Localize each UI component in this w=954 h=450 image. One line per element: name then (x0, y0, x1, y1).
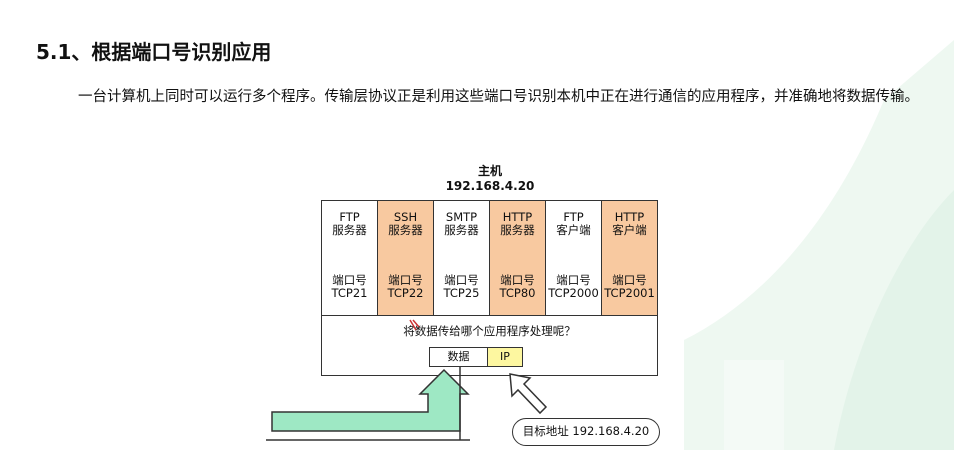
port-value: TCP22 (387, 286, 424, 300)
app-role: 服务器 (332, 223, 367, 237)
port-value: TCP80 (499, 286, 536, 300)
app-name: SSH (393, 210, 418, 224)
section-heading: 5.1、根据端口号识别应用 (36, 40, 272, 64)
packet-data-field: 数据 (429, 347, 488, 367)
host-label: 主机 (477, 164, 502, 178)
port-label: 端口号 (556, 273, 591, 287)
host-ip: 192.168.4.20 (445, 179, 535, 193)
section-paragraph: 一台计算机上同时可以运行多个程序。传输层协议正是利用这些端口号识别本机中正在进行… (78, 89, 919, 105)
port-label: 端口号 (332, 273, 367, 287)
port-value: TCP25 (443, 286, 480, 300)
dest-address-label: 目标地址 192.168.4.20 (512, 418, 660, 446)
question-text: 将数据传给哪个应用程序处理呢？ (403, 324, 576, 338)
port-value: TCP2001 (604, 286, 655, 300)
app-name: HTTP (614, 210, 645, 224)
app-role: 客户端 (556, 223, 591, 237)
host-title: 主机 192.168.4.20 (420, 164, 560, 194)
app-role: 服务器 (500, 223, 535, 237)
app-role: 客户端 (612, 223, 647, 237)
app-name: HTTP (502, 210, 533, 224)
incoming-arrow (271, 368, 470, 432)
port-label: 端口号 (612, 273, 647, 287)
dest-pointer-arrow (509, 373, 548, 415)
port-label: 端口号 (388, 273, 423, 287)
port-label: 端口号 (500, 273, 535, 287)
app-role: 服务器 (444, 223, 479, 237)
port-label: 端口号 (444, 273, 479, 287)
port-value: TCP21 (331, 286, 368, 300)
app-role: 服务器 (388, 223, 423, 237)
app-name: SMTP (445, 210, 478, 224)
app-name: FTP (339, 210, 360, 224)
background-decoration (684, 40, 954, 450)
packet: 数据 IP (429, 347, 523, 367)
port-value: TCP2000 (548, 286, 599, 300)
packet-ip-field: IP (488, 347, 523, 367)
app-name: FTP (563, 210, 584, 224)
